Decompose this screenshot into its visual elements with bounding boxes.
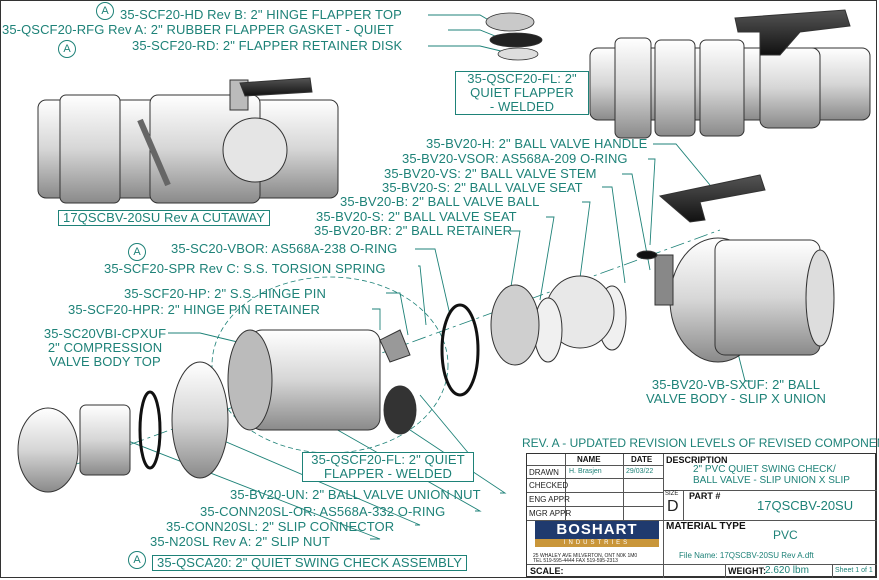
row-label: ENG APPR (529, 495, 570, 504)
logo-name: BOSHART (535, 521, 659, 539)
address: 25 WHALEY AVE MILVERTON, ONT N0K 1M0 (533, 553, 638, 559)
file-name: File Name: 17QSCBV-20SU Rev A.dft (679, 551, 814, 560)
part-number: 17QSCBV-20SU (757, 498, 854, 513)
weight-label: WEIGHT: (728, 566, 766, 576)
label-sc-oring: 35-SC20-VBOR: AS568A-238 O-RING (171, 241, 398, 256)
part-label: PART # (689, 491, 721, 501)
label-conn-oring: 35-CONN20SL-OR: AS568A-332 O-RING (200, 504, 446, 519)
label-cutaway: 17QSCBV-20SU Rev A CUTAWAY (58, 210, 270, 226)
description-text: 2" PVC QUIET SWING CHECK/ BALL VALVE - S… (693, 464, 850, 486)
drawn-date: 29/03/22 (626, 468, 654, 475)
revision-marker: A (96, 2, 114, 20)
name-header: NAME (577, 455, 601, 464)
label-union-nut: 35-BV20-UN: 2" BALL VALVE UNION NUT (230, 487, 481, 502)
logo-sub: INDUSTRIES (535, 539, 659, 547)
revision-marker: A (128, 551, 146, 569)
label-torsion-spring: 35-SCF20-SPR Rev C: S.S. TORSION SPRING (104, 261, 386, 276)
sheet-number: Sheet 1 of 1 (835, 567, 873, 574)
label-compression-top: 35-SC20VBI-CPXUF 2" COMPRESSION VALVE BO… (43, 326, 167, 369)
revision-marker: A (128, 243, 146, 261)
scale-label: SCALE: (530, 566, 564, 576)
label-ball-valve-seat: 35-BV20-S: 2" BALL VALVE SEAT (316, 209, 517, 224)
material-label: MATERIAL TYPE (666, 521, 746, 532)
label-hinge-flapper-top: 35-SCF20-HD Rev B: 2" HINGE FLAPPER TOP (120, 7, 402, 22)
label-valve-body: 35-BV20-VB-SXUF: 2" BALL VALVE BODY - SL… (646, 377, 826, 406)
label-hinge-pin-retainer: 35-SCF20-HPR: 2" HINGE PIN RETAINER (68, 302, 321, 317)
label-ball-valve-stem: 35-BV20-VS: 2" BALL VALVE STEM (384, 166, 597, 181)
label-ball-valve-ball: 35-BV20-B: 2" BALL VALVE BALL (340, 194, 540, 209)
label-ball-valve-handle: 35-BV20-H: 2" BALL VALVE HANDLE (426, 136, 648, 151)
label-slip-connector: 35-CONN20SL: 2" SLIP CONNECTOR (166, 519, 395, 534)
label-retainer-disk: 35-SCF20-RD: 2" FLAPPER RETAINER DISK (132, 38, 403, 53)
label-quiet-flapper-bottom: 35-QSCF20-FL: 2" QUIET FLAPPER - WELDED (302, 452, 474, 482)
label-ball-retainer: 35-BV20-BR: 2" BALL RETAINER (314, 223, 513, 238)
label-quiet-flapper-top: 35-QSCF20-FL: 2" QUIET FLAPPER - WELDED (455, 71, 589, 115)
revision-marker: A (58, 40, 76, 58)
label-ball-valve-seat: 35-BV20-S: 2" BALL VALVE SEAT (382, 180, 583, 195)
label-slip-nut: 35-N20SL Rev A: 2" SLIP NUT (150, 534, 331, 549)
label-ball-valve-oring: 35-BV20-VSOR: AS568A-209 O-RING (402, 151, 628, 166)
label-assembly: 35-QSCA20: 2" QUIET SWING CHECK ASSEMBLY (152, 555, 468, 571)
weight-value: 2.620 lbm (765, 565, 809, 576)
drawn-name: H. Brasjen (569, 468, 602, 475)
size-label: SIZE (665, 491, 679, 497)
title-block: NAME DATE DRAWN H. Brasjen 29/03/22 CHEC… (526, 453, 877, 578)
label-rubber-gasket: 35-QSCF20-RFG Rev A: 2" RUBBER FLAPPER G… (2, 22, 394, 37)
revision-note: REV. A - UPDATED REVISION LEVELS OF REVI… (522, 436, 879, 450)
phone: TEL 519-595-4444 FAX 519-595-2313 (533, 558, 618, 564)
row-label: DRAWN (529, 468, 559, 477)
date-header: DATE (631, 455, 653, 464)
size-value: D (667, 498, 679, 515)
row-label: CHECKED (529, 481, 569, 490)
boshart-logo: BOSHART INDUSTRIES (535, 521, 659, 551)
description-header: DESCRIPTION (666, 455, 728, 465)
label-hinge-pin: 35-SCF20-HP: 2" S.S. HINGE PIN (124, 286, 326, 301)
material-value: PVC (773, 528, 798, 542)
row-label: MGR APPR (529, 509, 572, 518)
